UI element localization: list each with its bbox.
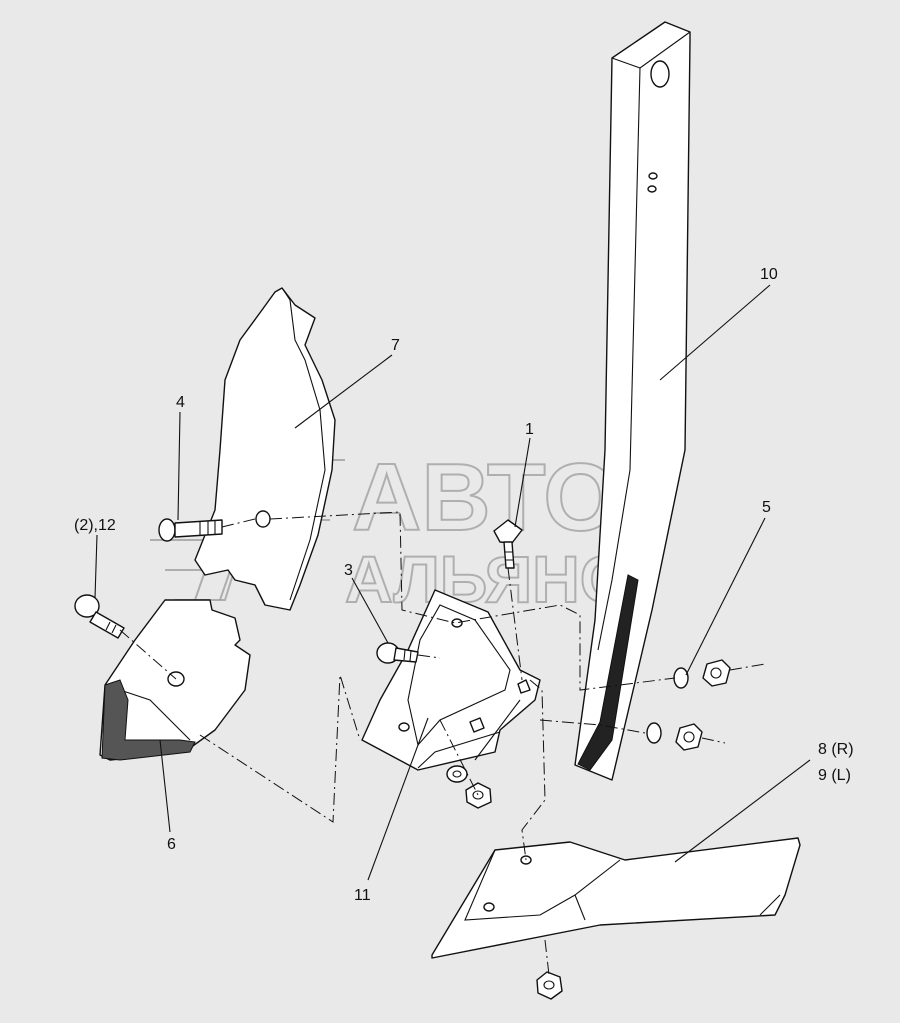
callout-1: 1 xyxy=(525,421,534,438)
shield-part-7 xyxy=(194,287,336,611)
callout-9: 9 (L) xyxy=(818,767,851,784)
washer-nut-bracket xyxy=(446,765,492,809)
watermark-line2: АЛЬЯНС xyxy=(345,542,627,616)
callout-3: 3 xyxy=(344,562,353,579)
wing-part-6 xyxy=(99,599,251,761)
callout-4: 4 xyxy=(176,394,185,411)
nut-sweep xyxy=(536,971,563,1000)
callout-2-12: (2),12 xyxy=(74,517,116,534)
watermark-logo: АВТО АЛЬЯНС xyxy=(150,443,628,617)
bolt-part-4 xyxy=(158,518,223,542)
callout-labels: 1 (2),12 3 4 5 6 7 8 (R) 9 (L) 10 11 xyxy=(74,266,854,904)
washer-nut-part-5 xyxy=(646,659,731,751)
shank-part-10 xyxy=(574,21,691,781)
assembly-lines xyxy=(119,511,766,976)
callout-5: 5 xyxy=(762,499,771,516)
watermark-line1: АВТО xyxy=(352,444,618,551)
callout-11: 11 xyxy=(354,887,371,904)
bolt-part-3 xyxy=(376,642,419,664)
callout-6: 6 xyxy=(167,836,176,853)
callout-10: 10 xyxy=(760,266,778,283)
bracket-part-11 xyxy=(361,589,541,771)
bolt-part-2-12 xyxy=(74,594,125,639)
callout-8: 8 (R) xyxy=(818,741,854,758)
callout-7: 7 xyxy=(391,337,400,354)
leader-lines xyxy=(94,284,811,881)
sweep-part-8-9 xyxy=(431,837,801,959)
